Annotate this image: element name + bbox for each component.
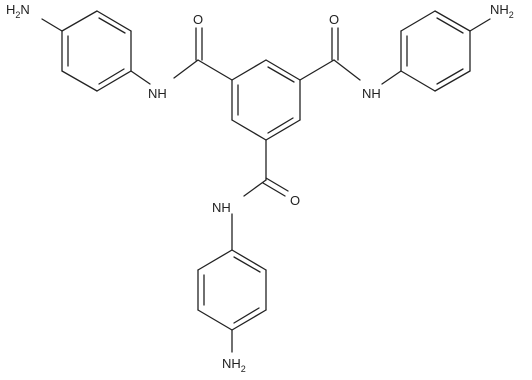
top-left-phenyl-ring	[41, 10, 132, 92]
amide-right-nh: NH	[362, 86, 381, 101]
amine-top-left-h: H2N	[6, 2, 30, 20]
bottom-phenyl-ring	[197, 249, 267, 353]
central-benzene-ring	[231, 59, 301, 141]
carbonyl-left-oxygen: O	[193, 12, 203, 27]
amine-bottom-nh2: NH2	[222, 356, 246, 374]
right-amide-arm	[299, 27, 402, 85]
carbonyl-right-oxygen: O	[329, 12, 339, 27]
carbonyl-bottom-oxygen: O	[290, 193, 300, 208]
amide-bottom-nh: NH	[212, 200, 231, 215]
amine-top-right-nh2: NH2	[490, 2, 514, 20]
bottom-amide-arm	[231, 139, 289, 251]
left-amide-arm	[130, 27, 233, 85]
top-right-phenyl-ring	[400, 10, 491, 92]
amide-left-nh: NH	[148, 86, 167, 101]
